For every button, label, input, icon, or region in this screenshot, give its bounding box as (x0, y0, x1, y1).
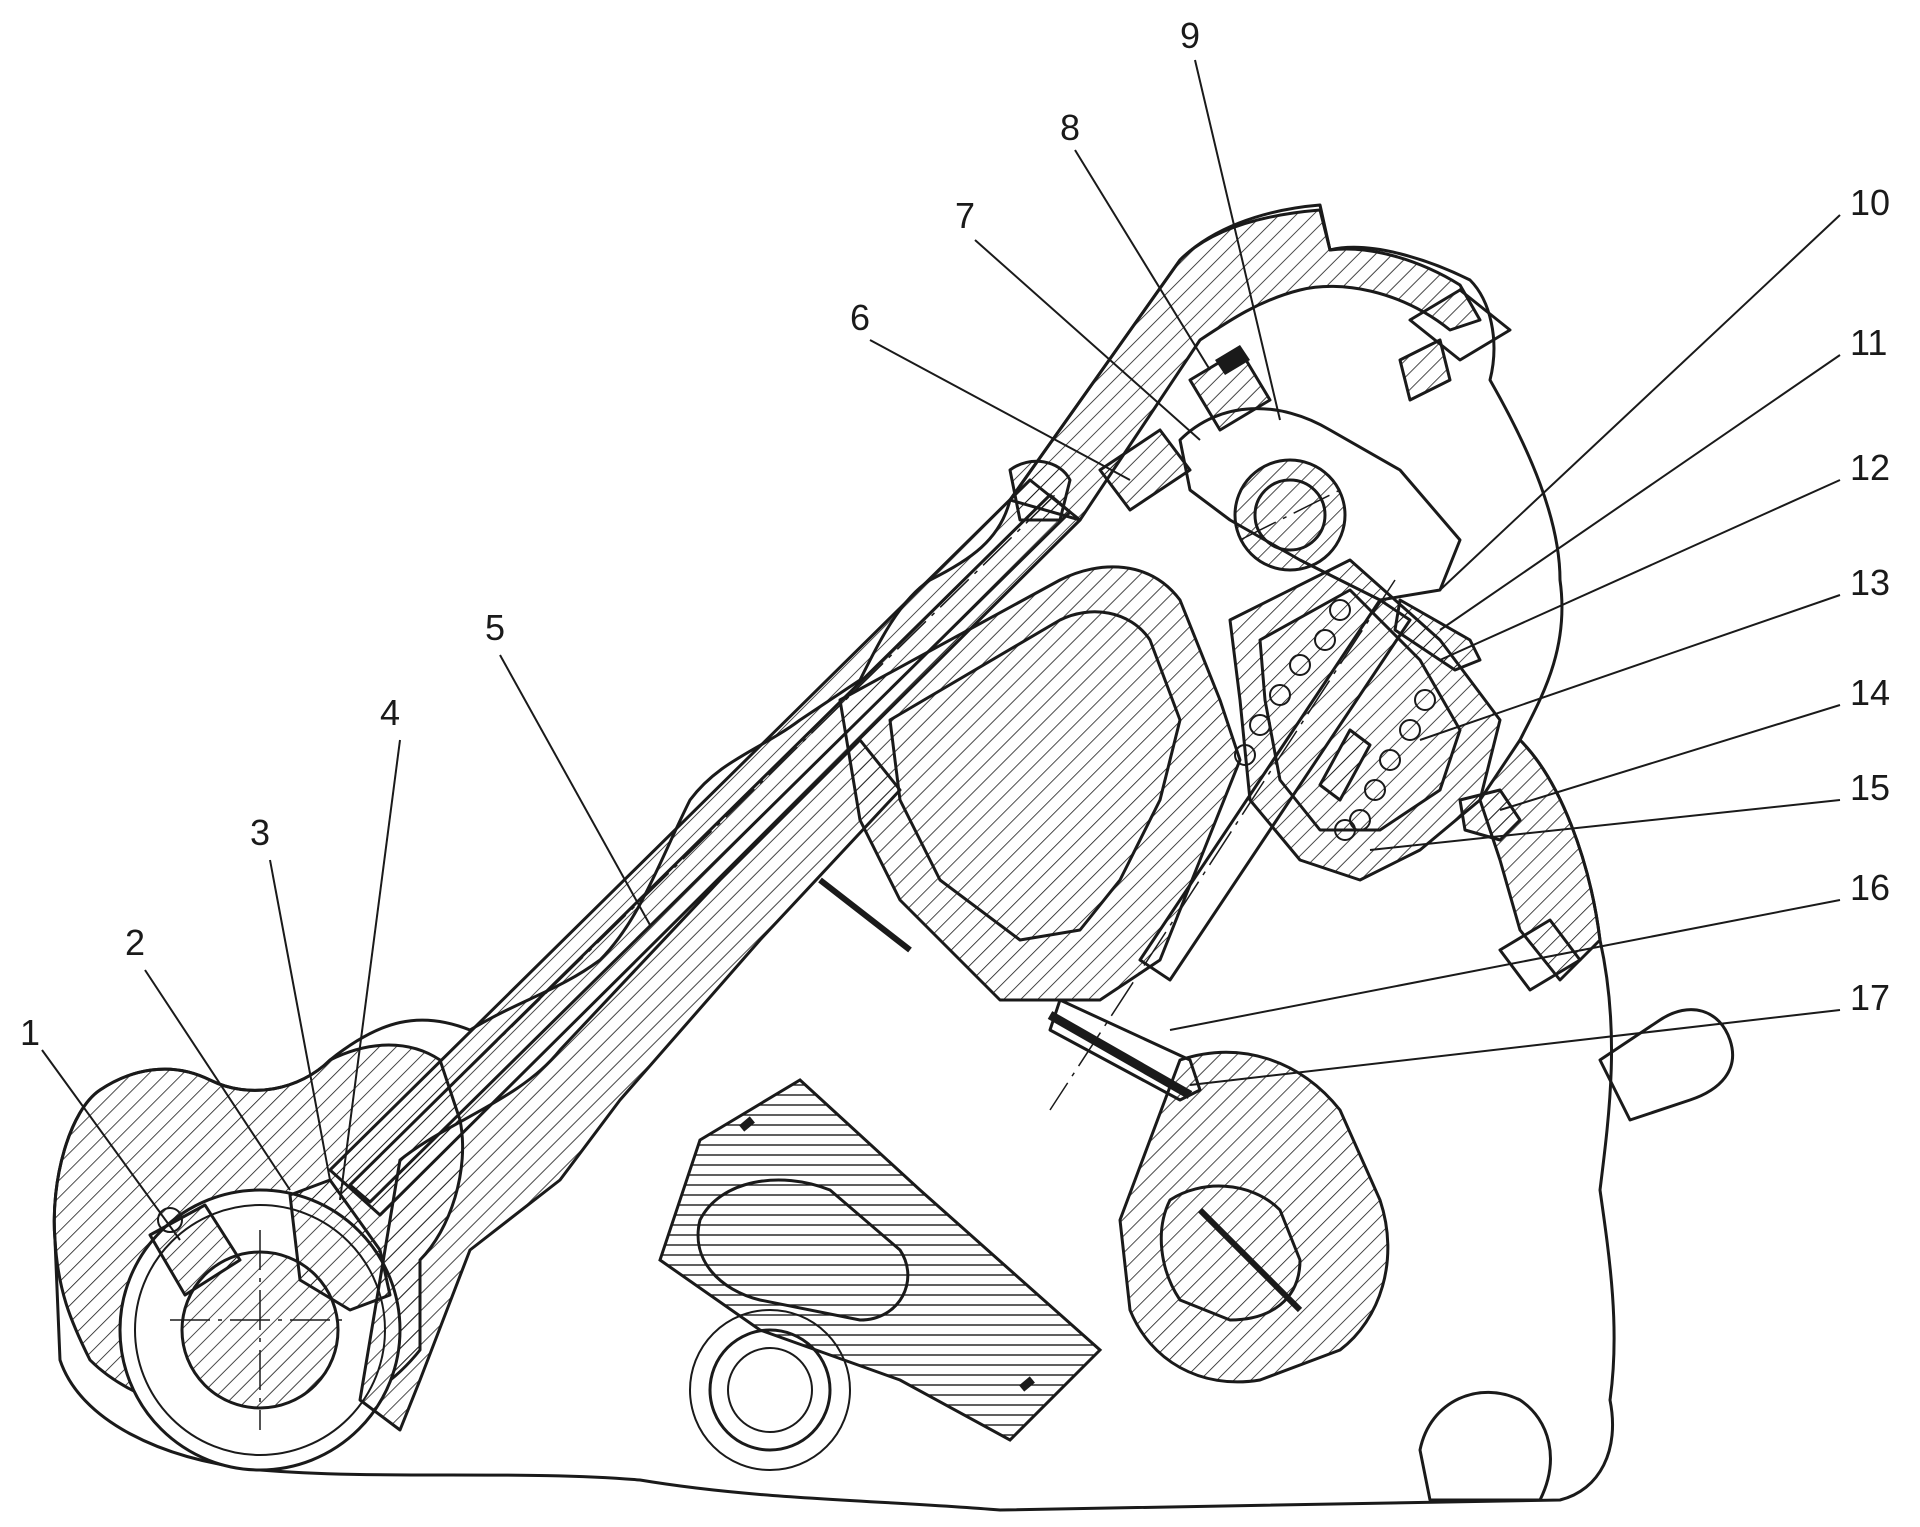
rocker-arm (1178, 407, 1462, 602)
push-rod-cup (1098, 428, 1192, 512)
adjuster-cap (1215, 345, 1250, 375)
rocker-cover (1008, 208, 1482, 522)
rocker-shaft (1233, 458, 1347, 572)
seal-2 (1019, 1376, 1035, 1392)
crank-pocket (1159, 1184, 1302, 1322)
seal-1 (739, 1116, 755, 1132)
follower-pin (157, 1207, 183, 1233)
valve-chamber-void (888, 610, 1182, 942)
cover-bolt (1408, 288, 1512, 362)
piston-pin (708, 1328, 832, 1452)
callout-16: 16 (1850, 867, 1890, 908)
cam-follower (148, 1203, 242, 1297)
callout-14: 14 (1850, 672, 1890, 713)
valve-chamber (838, 565, 1242, 1002)
callout-8: 8 (1060, 107, 1080, 148)
valve-seat (1047, 1011, 1193, 1099)
rocker-shaft-core (1253, 478, 1327, 552)
callout-4: 4 (380, 692, 400, 733)
lower-dome (1418, 1390, 1552, 1502)
cover-flange-left (1008, 459, 1072, 522)
leader-lines (41, 59, 1841, 1241)
gasket-1 (818, 877, 912, 953)
callout-12: 12 (1850, 447, 1890, 488)
valve-guide (1318, 728, 1372, 802)
callout-17: 17 (1850, 977, 1890, 1018)
callout-2: 2 (125, 922, 145, 963)
gasket-2 (1197, 1207, 1303, 1313)
cover-bolt-shank (1398, 338, 1452, 402)
piston-pin-outer (689, 1309, 851, 1471)
callout-1: 1 (20, 1012, 40, 1053)
exhaust-port (1478, 738, 1602, 982)
crank-region (1118, 1050, 1390, 1384)
valve-spring-coils (1234, 599, 1436, 841)
callout-5: 5 (485, 607, 505, 648)
piston-pin-inner (727, 1347, 813, 1433)
callout-7: 7 (955, 195, 975, 236)
callout-6: 6 (850, 297, 870, 338)
piston-block (658, 1078, 1103, 1442)
callout-15: 15 (1850, 767, 1890, 808)
piston-pocket (696, 1178, 910, 1322)
lower-block (358, 738, 902, 1432)
callout-13: 13 (1850, 562, 1890, 603)
glow-plug (1598, 1008, 1735, 1122)
callout-3: 3 (250, 812, 270, 853)
spring-cavity (1258, 588, 1462, 832)
callout-9: 9 (1180, 15, 1200, 56)
spring-housing (1228, 558, 1502, 882)
callout-10: 10 (1850, 182, 1890, 223)
callout-11: 11 (1850, 322, 1887, 363)
fitting-bolt (1498, 918, 1582, 992)
